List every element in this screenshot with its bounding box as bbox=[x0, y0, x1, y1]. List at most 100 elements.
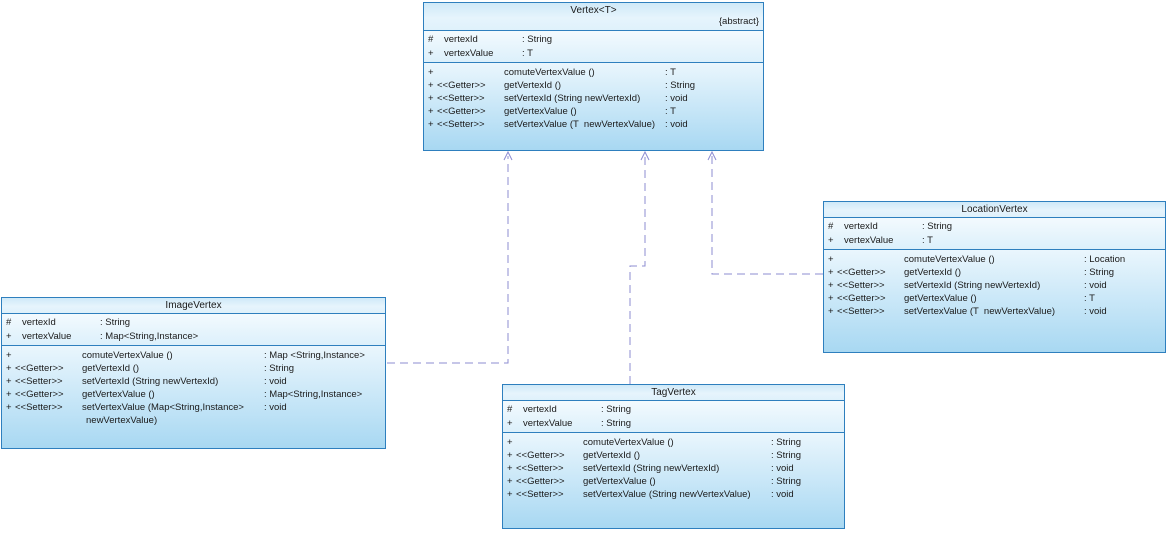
return-type: : T bbox=[665, 106, 676, 117]
attribute-type: : String bbox=[100, 317, 131, 328]
stereotype: <<Getter>> bbox=[437, 80, 486, 91]
method-signature: setVertexValue (String newVertexValue) bbox=[583, 489, 751, 500]
class-box-vertex[interactable]: Vertex<T> {abstract} #vertexId: String+v… bbox=[423, 2, 764, 151]
method-signature: getVertexId () bbox=[82, 363, 140, 374]
class-box-imagevertex[interactable]: ImageVertex #vertexId: String+vertexValu… bbox=[1, 297, 386, 449]
stereotype: <<Getter>> bbox=[516, 476, 565, 487]
method-row: +<<Getter>>getVertexId (): String bbox=[507, 449, 844, 462]
method-signature-wrap: newVertexValue) bbox=[86, 415, 158, 426]
method-signature: getVertexId () bbox=[904, 267, 962, 278]
return-type: : void bbox=[665, 93, 688, 104]
class-name: ImageVertex bbox=[165, 300, 222, 311]
attribute-type: : String bbox=[601, 404, 632, 415]
stereotype: <<Setter>> bbox=[15, 402, 63, 413]
method-signature: setVertexId (String newVertexId) bbox=[904, 280, 1041, 291]
return-type: : String bbox=[264, 363, 295, 374]
stereotype: <<Setter>> bbox=[15, 376, 63, 387]
title-compartment: ImageVertex bbox=[2, 298, 385, 314]
method-signature: setVertexId (String newVertexId) bbox=[82, 376, 219, 387]
attribute-row: # vertexId : String bbox=[6, 316, 385, 330]
visibility: # bbox=[6, 317, 12, 328]
visibility: + bbox=[828, 254, 834, 265]
method-row: +<<Setter>>setVertexId (String newVertex… bbox=[428, 92, 763, 105]
class-name: TagVertex bbox=[651, 387, 696, 398]
attribute-type: : String bbox=[922, 221, 953, 232]
visibility: # bbox=[428, 34, 434, 45]
attributes-compartment: #vertexId: String+vertexValue: T bbox=[424, 31, 763, 63]
attributes-compartment: #vertexId: String+vertexValue: Map<Strin… bbox=[2, 314, 385, 346]
attribute-row: #vertexId: String bbox=[828, 220, 1165, 234]
return-type: : void bbox=[264, 402, 287, 413]
method-row: +<<Setter>>setVertexId (String newVertex… bbox=[507, 462, 844, 475]
return-type: : String bbox=[1084, 267, 1115, 278]
attribute-row: + vertexValue : T bbox=[828, 234, 1165, 248]
method-row: +<<Getter>>getVertexValue (): String bbox=[507, 475, 844, 488]
method-row: +<<Setter>>setVertexValue (T newVertexVa… bbox=[428, 118, 763, 131]
attribute-name: vertexId bbox=[844, 221, 878, 232]
stereotype: <<Setter>> bbox=[437, 119, 485, 130]
visibility: + bbox=[507, 463, 513, 474]
visibility: + bbox=[428, 119, 434, 130]
operations-compartment: +comuteVertexValue (): Map <String,Insta… bbox=[2, 346, 385, 448]
attribute-row: #vertexId: String bbox=[428, 33, 763, 47]
return-type: : void bbox=[771, 489, 794, 500]
attribute-name: vertexId bbox=[22, 317, 56, 328]
method-signature: comuteVertexValue () bbox=[504, 67, 595, 78]
attribute-name: vertexValue bbox=[523, 418, 573, 429]
class-box-tagvertex[interactable]: TagVertex # vertexId : String + vertexValue:… bbox=[502, 384, 845, 529]
attribute-name: vertexValue bbox=[844, 235, 894, 246]
visibility: + bbox=[428, 67, 434, 78]
class-box-locationvertex[interactable]: LocationVertex #vertexId: String+vertexV… bbox=[823, 201, 1166, 353]
method-row: +comuteVertexValue (): String bbox=[507, 436, 844, 449]
method-row: +<<Getter>>getVertexValue (): Map<String… bbox=[6, 388, 385, 401]
method-signature: setVertexValue (Map<String,Instance>newV… bbox=[82, 401, 264, 427]
visibility: + bbox=[828, 280, 834, 291]
open-arrowhead-icon bbox=[503, 150, 513, 161]
attribute-name: vertexId bbox=[523, 404, 557, 415]
return-type: : String bbox=[665, 80, 696, 91]
generalization-connector-locationvertex[interactable] bbox=[707, 150, 823, 275]
generalization-connector-imagevertex[interactable] bbox=[387, 150, 513, 364]
operations-compartment: +comuteVertexValue (): String+<<Getter>>… bbox=[503, 433, 844, 528]
generalization-connector-tagvertex[interactable] bbox=[629, 150, 650, 384]
stereotype: <<Getter>> bbox=[15, 389, 64, 400]
attribute-name: vertexValue bbox=[444, 48, 494, 59]
visibility: + bbox=[428, 80, 434, 91]
method-signature: getVertexValue () bbox=[504, 106, 577, 117]
stereotype bbox=[15, 349, 82, 362]
stereotype bbox=[837, 253, 904, 266]
stereotype: <<Setter>> bbox=[837, 306, 885, 317]
attribute-type: : String bbox=[522, 34, 553, 45]
visibility: + bbox=[428, 106, 434, 117]
attribute-type: : String bbox=[601, 418, 632, 429]
visibility: + bbox=[6, 363, 12, 374]
method-row: +<<Setter>>setVertexValue (T newVertexVa… bbox=[828, 305, 1165, 318]
method-signature: setVertexValue (T newVertexValue) bbox=[904, 306, 1056, 317]
attribute-row: +vertexValue: T bbox=[428, 47, 763, 61]
method-row: +<<Setter>>setVertexId (String newVertex… bbox=[6, 375, 385, 388]
stereotype: <<Getter>> bbox=[15, 363, 64, 374]
stereotype: <<Setter>> bbox=[516, 489, 564, 500]
attribute-type: : T bbox=[922, 235, 933, 246]
class-name: Vertex<T> bbox=[570, 5, 617, 16]
method-row: +comuteVertexValue (): Location bbox=[828, 253, 1165, 266]
method-signature: comuteVertexValue () bbox=[82, 350, 173, 361]
visibility: # bbox=[507, 404, 513, 415]
return-type: : void bbox=[1084, 306, 1107, 317]
visibility: + bbox=[507, 476, 513, 487]
visibility: + bbox=[507, 437, 513, 448]
method-signature: getVertexValue () bbox=[82, 389, 155, 400]
stereotype: <<Getter>> bbox=[837, 293, 886, 304]
return-type: : T bbox=[1084, 293, 1095, 304]
method-row: +<<Setter>>setVertexValue (Map<String,In… bbox=[6, 401, 385, 427]
method-row: +<<Getter>>getVertexValue (): T bbox=[428, 105, 763, 118]
return-type: : Location bbox=[1084, 254, 1126, 265]
return-type: : void bbox=[665, 119, 688, 130]
visibility: + bbox=[828, 235, 834, 246]
method-signature: setVertexId (String newVertexId) bbox=[583, 463, 720, 474]
return-type: : void bbox=[264, 376, 287, 387]
visibility: + bbox=[428, 93, 434, 104]
visibility: + bbox=[507, 418, 513, 429]
method-signature: getVertexId () bbox=[583, 450, 641, 461]
